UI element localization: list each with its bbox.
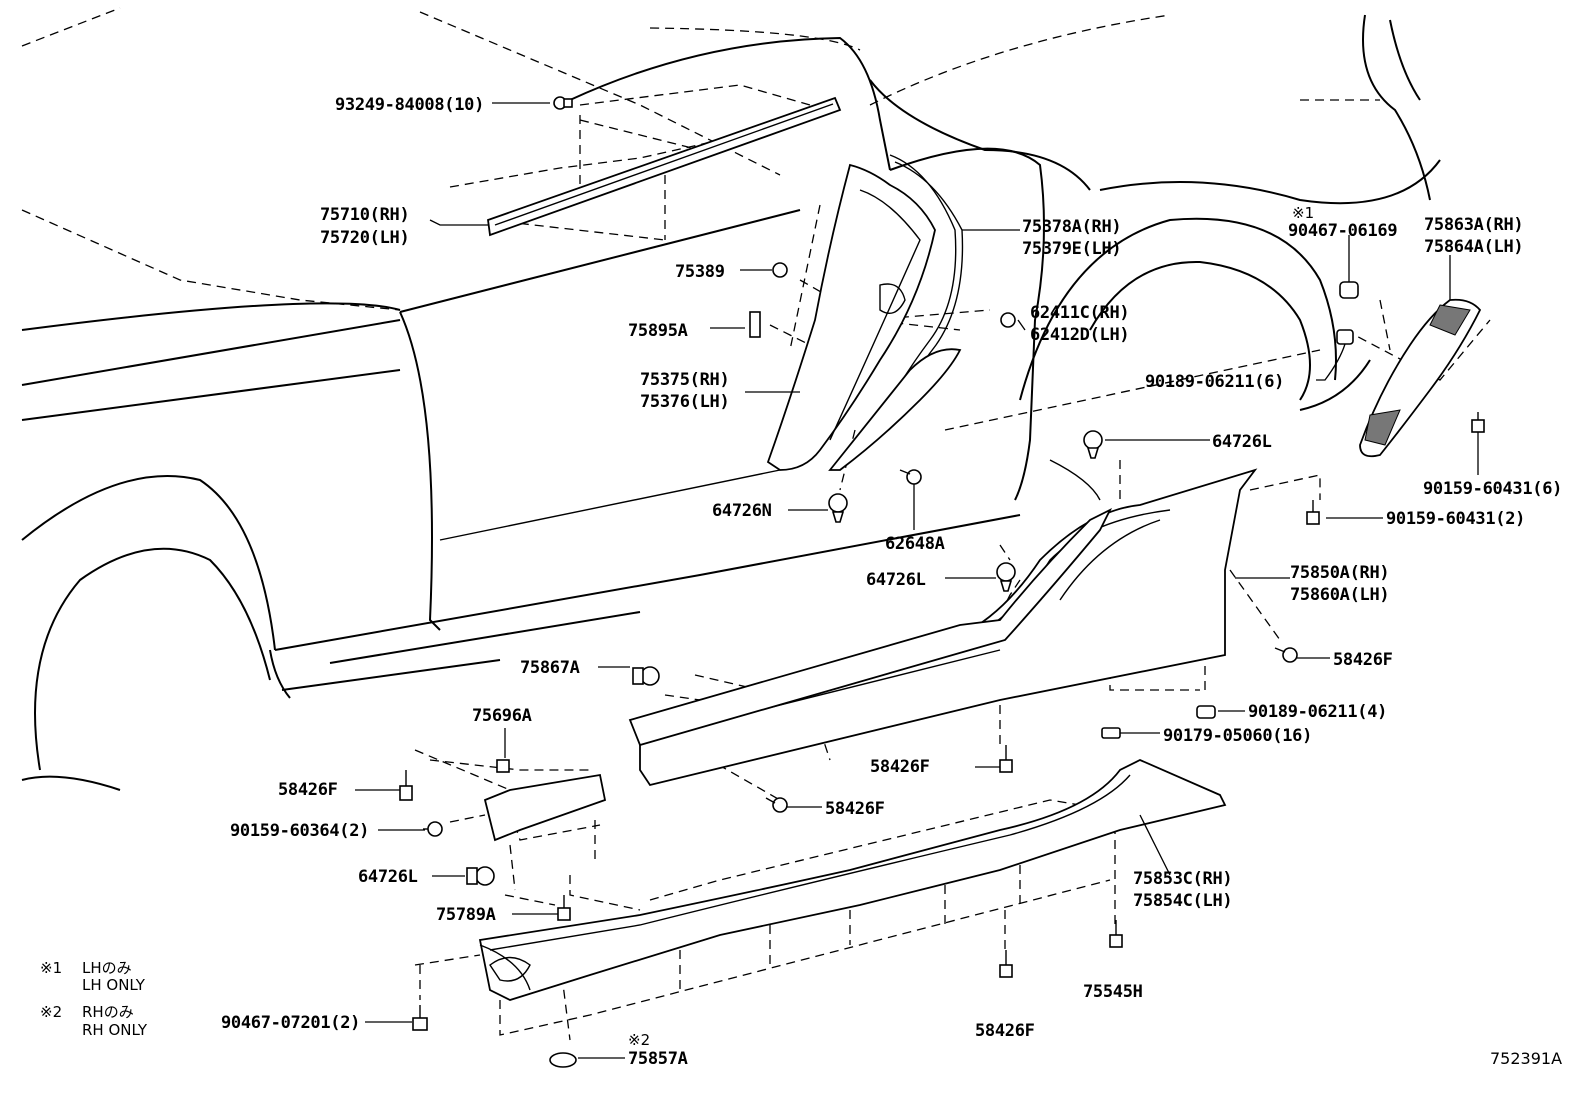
callout-75850a-rh[interactable]: 75850A(RH) — [1290, 563, 1390, 583]
callout-58426f-center[interactable]: 58426F — [870, 757, 930, 777]
small-pad — [496, 759, 510, 773]
clip-icon — [828, 493, 848, 523]
callout-75854c-lh[interactable]: 75854C(LH) — [1133, 891, 1233, 911]
screw-icon — [553, 96, 573, 110]
screw-icon — [899, 469, 922, 485]
callout-93249-84008[interactable]: 93249-84008(10) — [335, 95, 484, 115]
callout-75864a-lh[interactable]: 75864A(LH) — [1424, 237, 1524, 257]
callout-75867a[interactable]: 75867A — [520, 658, 580, 678]
callout-90179-05060[interactable]: 90179-05060(16) — [1163, 726, 1312, 746]
callout-75857a[interactable]: 75857A — [628, 1049, 688, 1069]
callout-75378a-rh[interactable]: 75378A(RH) — [1022, 217, 1122, 237]
callout-90159-60431-6[interactable]: 90159-60431(6) — [1423, 479, 1562, 499]
rocker-inner-strip — [628, 507, 1113, 747]
clip-icon — [549, 1052, 577, 1068]
callout-58426f-right[interactable]: 58426F — [1333, 650, 1393, 670]
screw-icon — [423, 821, 443, 837]
callout-75720-lh[interactable]: 75720(LH) — [320, 228, 410, 248]
screw-icon — [999, 950, 1013, 978]
callout-62412d-lh[interactable]: 62412D(LH) — [1030, 325, 1130, 345]
callout-62411c-rh[interactable]: 62411C(RH) — [1030, 303, 1130, 323]
part-labels: 93249-84008(10) 75710(RH) 75720(LH) 7538… — [221, 95, 1562, 1069]
callout-90159-60364[interactable]: 90159-60364(2) — [230, 821, 369, 841]
screw-icon — [1306, 500, 1320, 525]
callout-90159-60431-2[interactable]: 90159-60431(2) — [1386, 509, 1525, 529]
nut-icon — [1339, 281, 1359, 299]
callout-58426f-lower-mid[interactable]: 58426F — [825, 799, 885, 819]
screw-icon — [557, 895, 571, 921]
clip-icon — [1000, 312, 1016, 328]
note-mark-1: ※1 — [1292, 204, 1314, 222]
clip-icon — [1336, 329, 1354, 345]
clip-icon — [996, 562, 1016, 592]
callout-90189-06211-6[interactable]: 90189-06211(6) — [1145, 372, 1284, 392]
callout-90467-07201[interactable]: 90467-07201(2) — [221, 1013, 360, 1033]
callout-75389[interactable]: 75389 — [675, 262, 725, 282]
note-1-en: LH ONLY — [82, 976, 146, 994]
callout-75863a-rh[interactable]: 75863A(RH) — [1424, 215, 1524, 235]
callout-75375-rh[interactable]: 75375(RH) — [640, 370, 730, 390]
nut-icon — [1101, 727, 1121, 739]
screw-icon — [999, 745, 1013, 773]
callout-64726l-upper[interactable]: 64726L — [1212, 432, 1272, 452]
clip-icon — [1196, 705, 1216, 719]
callout-75379e-lh[interactable]: 75379E(LH) — [1022, 239, 1122, 259]
notes-legend: ※1 LHのみ LH ONLY ※2 RHのみ RH ONLY — [40, 959, 148, 1039]
screw-icon — [765, 797, 788, 813]
callout-75853c-rh[interactable]: 75853C(RH) — [1133, 869, 1233, 889]
screw-icon — [412, 1005, 428, 1031]
screw-icon — [399, 770, 413, 801]
callout-64726l-mid[interactable]: 64726L — [866, 570, 926, 590]
car-body-outline — [21, 7, 1441, 791]
callout-90467-06169[interactable]: 90467-06169 — [1288, 221, 1398, 241]
callout-90189-06211-4[interactable]: 90189-06211(4) — [1248, 702, 1387, 722]
callout-58426f-bottom[interactable]: 58426F — [975, 1021, 1035, 1041]
callout-75789a[interactable]: 75789A — [436, 905, 496, 925]
callout-75895a[interactable]: 75895A — [628, 321, 688, 341]
callout-75696a[interactable]: 75696A — [472, 706, 532, 726]
callout-64726l-lower[interactable]: 64726L — [358, 867, 418, 887]
front-bracket — [483, 773, 607, 842]
hardware — [399, 96, 1485, 1068]
callout-58426f-left[interactable]: 58426F — [278, 780, 338, 800]
pad-75895a — [749, 311, 761, 338]
note-1-mark: ※1 — [40, 959, 62, 977]
screw-icon — [1274, 647, 1298, 663]
callout-62648a[interactable]: 62648A — [885, 534, 945, 554]
clip-icon — [772, 262, 788, 278]
callout-75376-lh[interactable]: 75376(LH) — [640, 392, 730, 412]
screw-icon — [1471, 412, 1485, 433]
note-2-en: RH ONLY — [82, 1021, 148, 1039]
screw-icon — [1109, 920, 1123, 948]
note-2-mark: ※2 — [40, 1003, 62, 1021]
diagram-reference-code: 752391A — [1490, 1049, 1562, 1068]
note-mark-2: ※2 — [628, 1031, 650, 1049]
belt-moulding — [487, 96, 842, 237]
callout-75545h[interactable]: 75545H — [1083, 982, 1143, 1002]
clip-icon — [632, 666, 660, 686]
clip-icon — [1083, 430, 1103, 459]
leader-lines — [355, 102, 1479, 1059]
callout-75710-rh[interactable]: 75710(RH) — [320, 205, 410, 225]
under-cover — [478, 759, 1227, 1001]
note-2-jp: RHのみ — [82, 1003, 134, 1021]
part-shapes — [478, 96, 1482, 1001]
callout-75860a-lh[interactable]: 75860A(LH) — [1290, 585, 1390, 605]
clip-icon — [466, 866, 495, 886]
callout-64726n[interactable]: 64726N — [712, 501, 772, 521]
note-1-jp: LHのみ — [82, 959, 132, 977]
